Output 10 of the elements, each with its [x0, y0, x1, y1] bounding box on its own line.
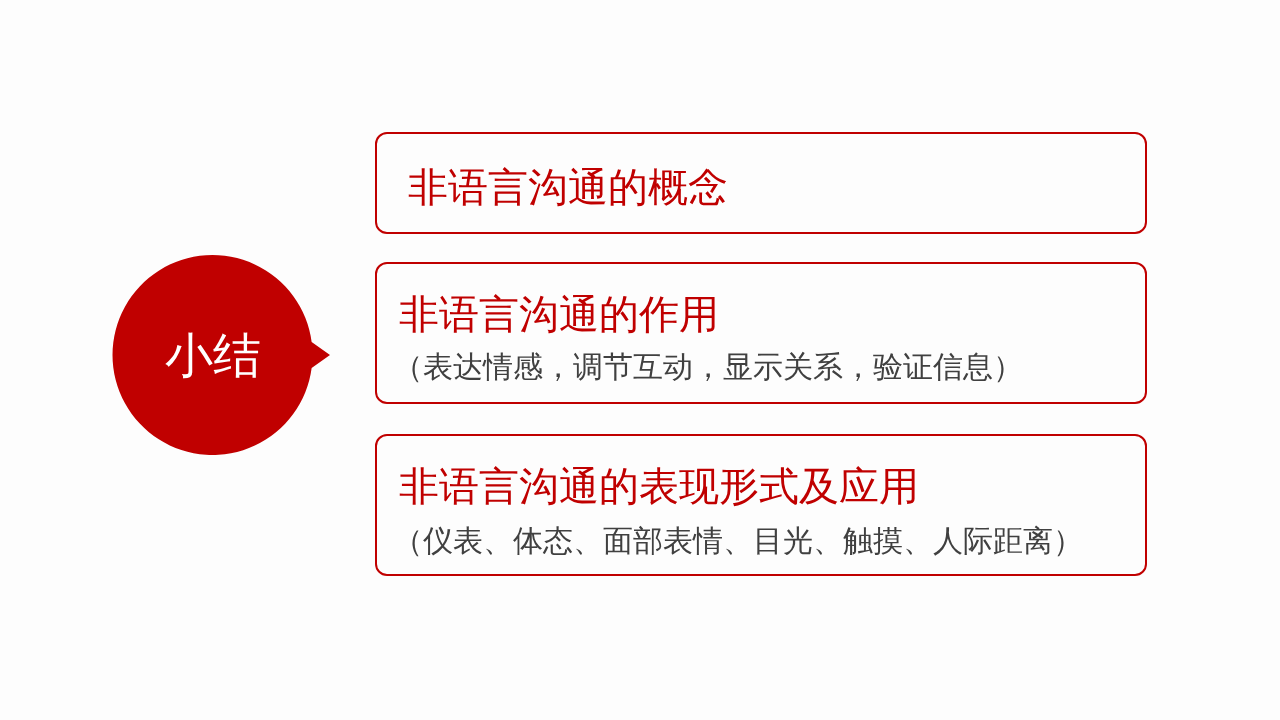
topic-heading: 非语言沟通的作用: [399, 290, 719, 338]
topic-box: [375, 132, 1147, 234]
topic-box: [375, 434, 1147, 576]
topic-box: [375, 262, 1147, 404]
speech-bubble: [112, 254, 332, 456]
bubble-label: 小结: [163, 326, 262, 385]
topic-detail: （表达情感，调节互动，显示关系，验证信息）: [393, 349, 1023, 385]
topic-detail: （仪表、体态、面部表情、目光、触摸、人际距离）: [393, 523, 1083, 559]
topic-heading: 非语言沟通的概念: [408, 163, 728, 211]
topic-heading: 非语言沟通的表现形式及应用: [399, 462, 919, 510]
